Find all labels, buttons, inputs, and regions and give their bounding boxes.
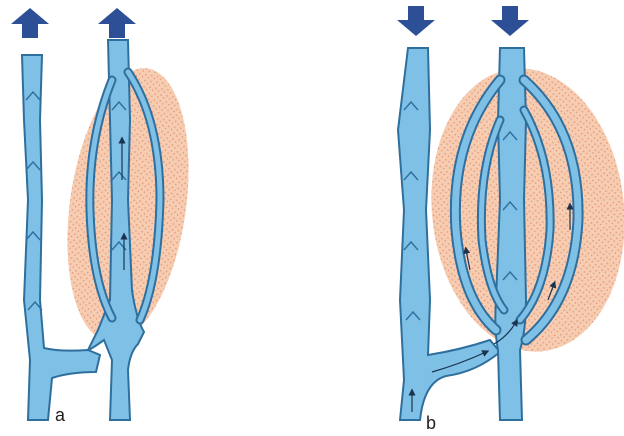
panel-b-deep-vein	[495, 48, 526, 420]
panel-a	[11, 8, 205, 420]
panel-a-up-arrow-right	[98, 8, 136, 38]
panel-a-up-arrow-left	[11, 8, 49, 38]
panel-a-label: a	[55, 406, 65, 424]
panel-b-down-arrow-right	[491, 6, 529, 36]
panel-b-label: b	[426, 414, 436, 432]
panel-b-down-arrow-left	[397, 6, 435, 36]
panel-b	[397, 6, 624, 420]
